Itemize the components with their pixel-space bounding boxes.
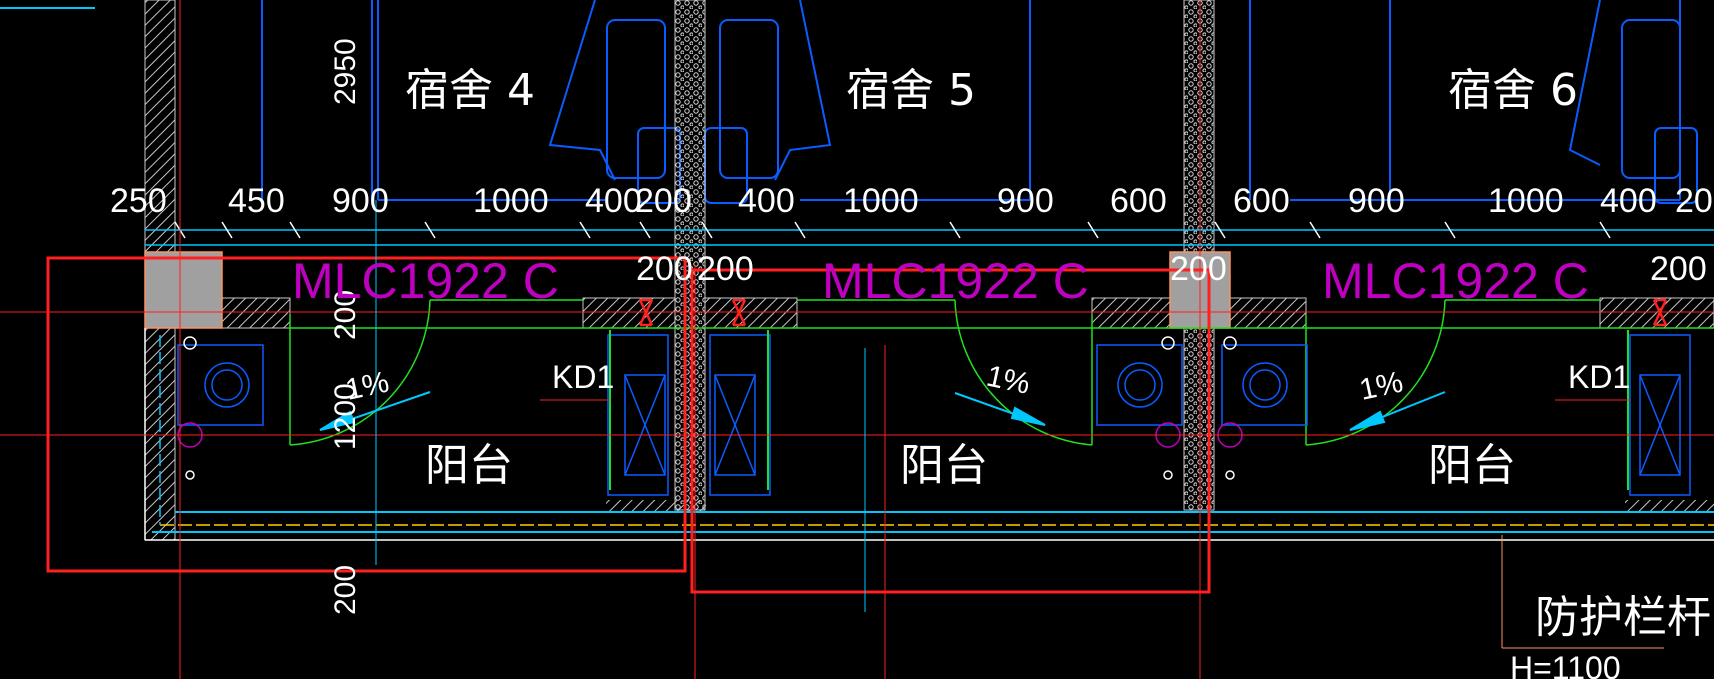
dimension-line [145, 229, 1714, 246]
room-label-6: 宿舍 6 [1448, 65, 1578, 116]
dim-row2-1: 200 [636, 250, 693, 288]
room-label-5: 宿舍 5 [846, 65, 976, 116]
vent-shafts [607, 334, 1691, 496]
slope-label-2: 1% [984, 360, 1033, 401]
door-tag-2: KD1 [1568, 359, 1630, 395]
dim-top-9: 900 [997, 182, 1054, 220]
balcony-label-3: 阳台 [1428, 440, 1516, 491]
balcony-label-2: 阳台 [900, 440, 988, 491]
dim-row2-2: 200 [697, 250, 754, 288]
dim-top-5: 400 [585, 182, 642, 220]
dim-top-7: 400 [738, 182, 795, 220]
slope-label-1: 1% [343, 366, 392, 407]
window-tag-2: MLC1922 C [822, 253, 1089, 309]
slope-label-3: 1% [1357, 366, 1406, 407]
dim-top-12: 900 [1348, 182, 1405, 220]
dim-vert-1200: 1200 [329, 383, 362, 450]
dim-top-11: 600 [1233, 182, 1290, 220]
dim-row2-3: 200 [1170, 250, 1227, 288]
thin-verticals [375, 200, 1664, 649]
dim-vert-200-b: 200 [329, 565, 362, 615]
door-tag-1: KD1 [552, 359, 614, 395]
slope-arrows [319, 391, 1446, 431]
balcony-frame [144, 299, 1714, 541]
green-verticals [609, 330, 1629, 490]
window-tag-1: MLC1922 C [292, 253, 559, 309]
dim-row2-4: 200 [1650, 250, 1707, 288]
dim-top-1: 250 [110, 182, 167, 220]
dim-top-13: 1000 [1488, 182, 1564, 220]
window-tag-3: MLC1922 C [1322, 253, 1589, 309]
balcony-label-1: 阳台 [425, 440, 513, 491]
dim-top-6: 200 [635, 182, 692, 220]
dim-vert-2950: 2950 [329, 38, 362, 105]
dim-top-3: 900 [332, 182, 389, 220]
dim-top-2: 450 [228, 182, 285, 220]
dimension-ticks [174, 221, 1611, 239]
room-label-4: 宿舍 4 [405, 65, 535, 116]
railing-label: 防护栏杆 [1535, 592, 1711, 643]
dim-top-10: 600 [1110, 182, 1167, 220]
dim-top-14: 400 [1600, 182, 1657, 220]
dim-top-4: 1000 [473, 182, 549, 220]
railing-height: H=1100 [1510, 650, 1621, 679]
room-outlines [0, 0, 1698, 205]
dim-top-15: 20 [1675, 182, 1713, 220]
dim-top-8: 1000 [843, 182, 919, 220]
dim-vert-200-a: 200 [329, 290, 362, 340]
